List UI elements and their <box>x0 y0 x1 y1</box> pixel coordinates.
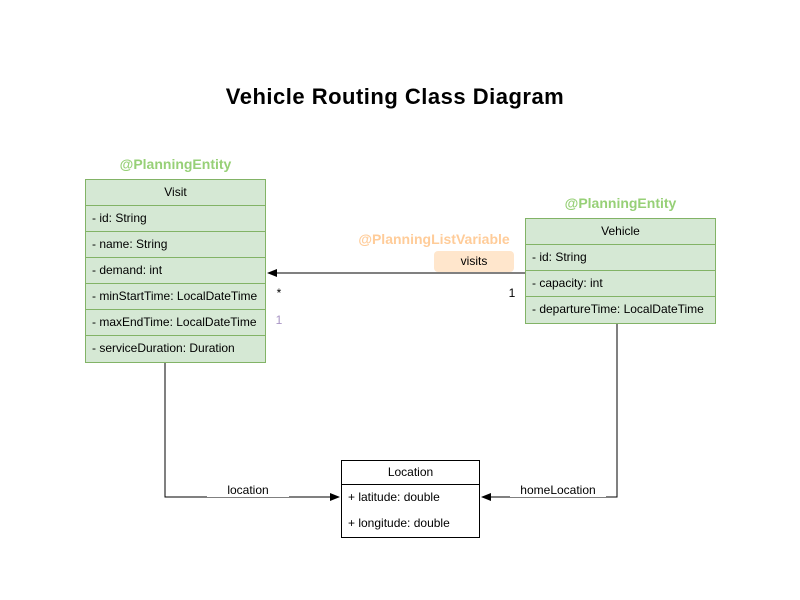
vehicle-attr-departuretime[interactable]: - departureTime: LocalDateTime <box>532 302 704 316</box>
visit-attr-id[interactable]: - id: String <box>86 206 265 232</box>
visit-class-name[interactable]: Visit <box>86 180 265 206</box>
visits-edge-label[interactable]: visits <box>434 251 514 272</box>
visit-attr-maxendtime[interactable]: - maxEndTime: LocalDateTime <box>86 310 265 336</box>
location-class-name[interactable]: Location <box>342 461 479 485</box>
visit-class-box[interactable]: Visit - id: String - name: String - dema… <box>85 179 266 363</box>
visit-planning-entity-annotation[interactable]: @PlanningEntity <box>119 156 232 172</box>
visit-attr-minstarttime[interactable]: - minStartTime: LocalDateTime <box>86 284 265 310</box>
vehicle-attr-capacity[interactable]: - capacity: int <box>526 271 715 297</box>
visits-source-multiplicity[interactable]: 1 <box>508 286 516 300</box>
location-attr-latitude[interactable]: + latitude: double <box>348 490 440 504</box>
planning-list-variable-annotation[interactable]: @PlanningListVariable <box>358 231 510 247</box>
visit-attr-serviceduration[interactable]: - serviceDuration: Duration <box>92 341 235 355</box>
visit-attr-demand[interactable]: - demand: int <box>86 258 265 284</box>
location-attr-longitude[interactable]: + longitude: double <box>348 516 450 530</box>
location-edge-label[interactable]: location <box>207 483 289 497</box>
vehicle-class-name[interactable]: Vehicle <box>526 219 715 245</box>
vehicle-planning-entity-annotation[interactable]: @PlanningEntity <box>564 195 677 211</box>
location-class-box[interactable]: Location + latitude: double + longitude:… <box>341 460 480 538</box>
vehicle-class-box[interactable]: Vehicle - id: String - capacity: int - d… <box>525 218 716 324</box>
purple-multiplicity-label[interactable]: 1 <box>275 313 283 327</box>
diagram-title[interactable]: Vehicle Routing Class Diagram <box>225 84 565 109</box>
visits-target-multiplicity[interactable]: * <box>276 286 282 300</box>
homelocation-edge-label[interactable]: homeLocation <box>510 483 606 497</box>
location-edge[interactable] <box>164 362 340 501</box>
homelocation-edge[interactable] <box>481 322 618 501</box>
vehicle-attr-id[interactable]: - id: String <box>526 245 715 271</box>
visit-attr-name[interactable]: - name: String <box>86 232 265 258</box>
